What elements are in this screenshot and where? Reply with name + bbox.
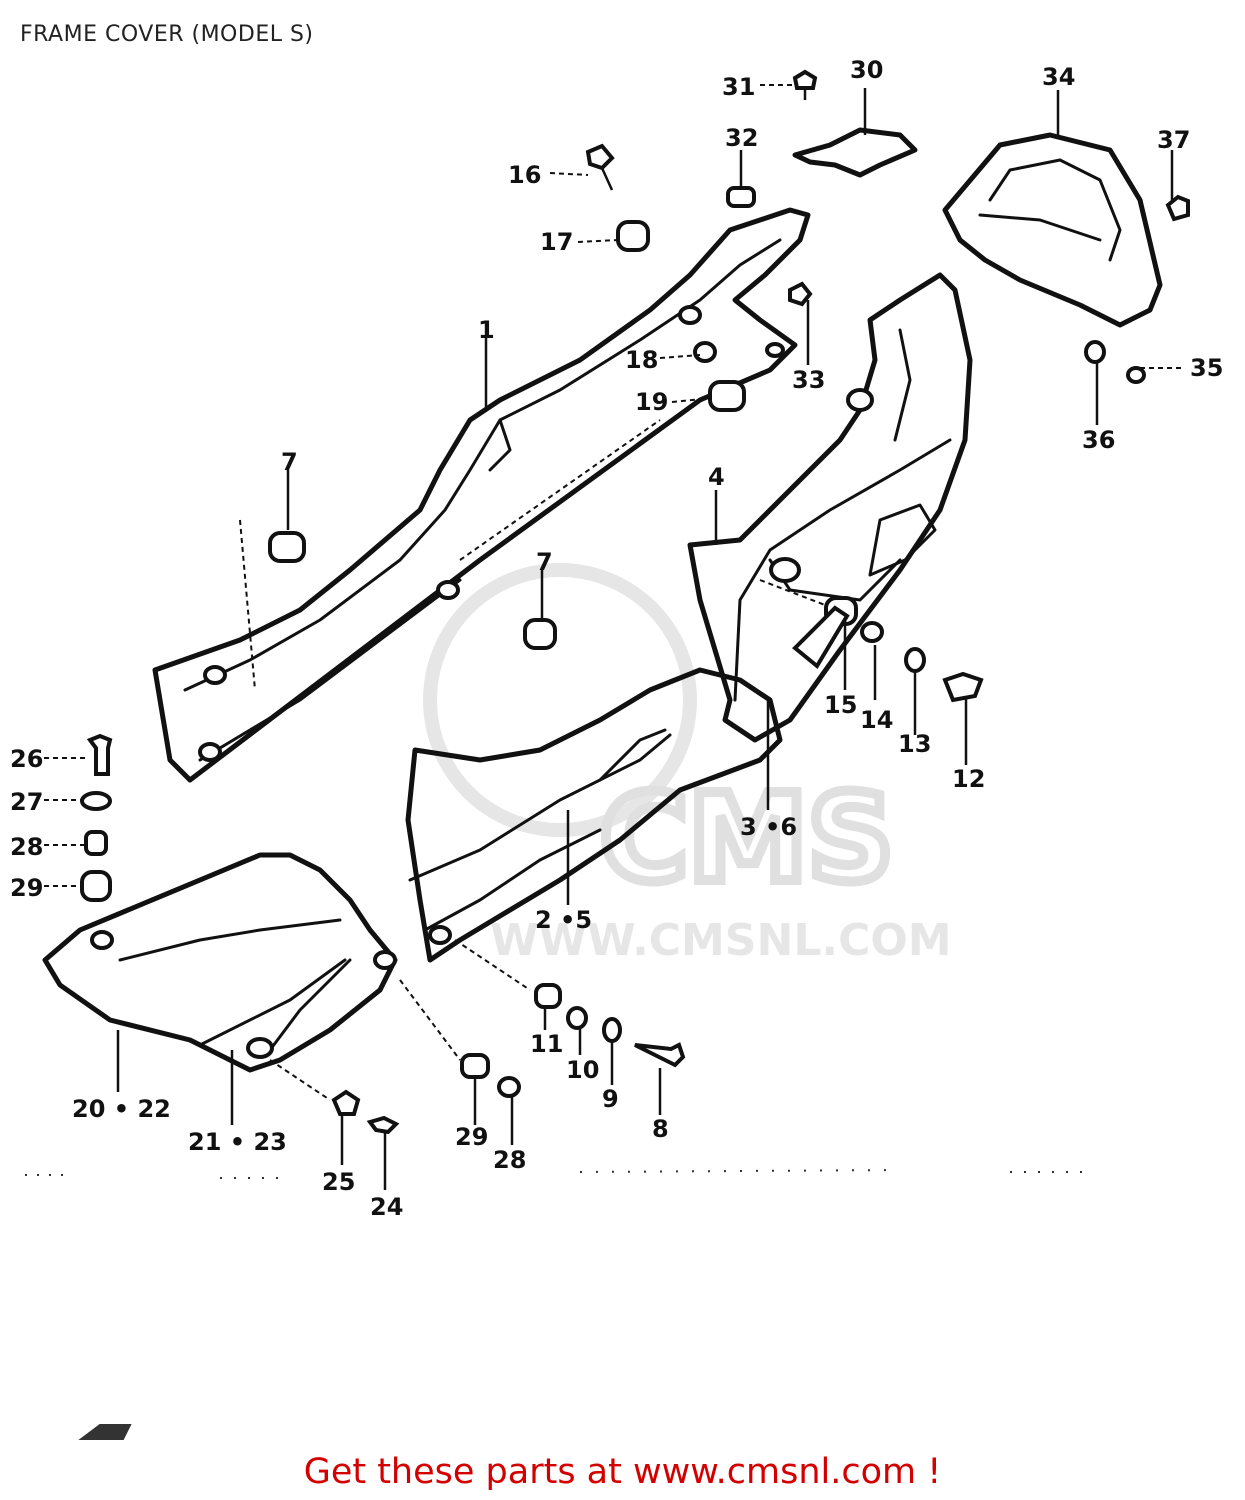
callout-21-23: 21 • 23 (188, 1128, 287, 1156)
callout-36: 36 (1082, 426, 1115, 454)
frame-cover-upper (152, 207, 811, 783)
callout-37: 37 (1157, 126, 1190, 154)
watermark: CMS WWW.CMSNL.COM (423, 563, 952, 966)
callout-9: 9 (602, 1085, 619, 1113)
callout-3-6: 3 •6 (740, 813, 797, 841)
callout-11: 11 (530, 1030, 563, 1058)
callout-29-bottom: 29 (455, 1123, 488, 1151)
callouts: 31 30 34 37 32 16 17 1 18 33 35 19 36 7 … (10, 56, 1223, 1221)
callout-15: 15 (824, 691, 857, 719)
footer-text: Get these parts at www.cmsnl.com ! (303, 1452, 942, 1492)
callout-16: 16 (508, 161, 541, 189)
callout-4: 4 (708, 463, 725, 491)
hardware (80, 69, 1190, 1135)
callout-27: 27 (10, 788, 43, 816)
callout-31: 31 (722, 73, 755, 101)
callout-1: 1 (478, 316, 495, 344)
callout-18: 18 (625, 346, 658, 374)
side-cover-lower (405, 667, 783, 963)
callout-10: 10 (566, 1056, 599, 1084)
callout-19: 19 (635, 388, 668, 416)
leader-lines (44, 84, 1185, 1190)
callout-26: 26 (10, 745, 43, 773)
frame-cover-rear (687, 272, 973, 743)
callout-28-left: 28 (10, 833, 43, 861)
callout-30: 30 (850, 56, 883, 84)
exploded-parts-diagram: CMS WWW.CMSNL.COM (10, 56, 1223, 1440)
callout-33: 33 (792, 366, 825, 394)
rear-bracket (792, 127, 918, 178)
callout-35: 35 (1190, 354, 1223, 382)
callout-13: 13 (898, 730, 931, 758)
callout-7-lower: 7 (536, 548, 553, 576)
scan-artifacts (25, 1169, 1085, 1440)
callout-14: 14 (860, 706, 893, 734)
callout-2-5: 2 •5 (535, 906, 592, 934)
callout-28-bottom: 28 (493, 1146, 526, 1174)
callout-24: 24 (370, 1193, 403, 1221)
watermark-url: WWW.CMSNL.COM (490, 915, 952, 966)
callout-20-22: 20 • 22 (72, 1095, 171, 1123)
footer-link[interactable]: Get these parts at www.cmsnl.com ! (0, 1452, 1245, 1492)
callout-7-upper: 7 (281, 448, 298, 476)
under-cover (42, 852, 398, 1073)
watermark-brand: CMS (600, 770, 894, 909)
callout-25: 25 (322, 1168, 355, 1196)
callout-12: 12 (952, 765, 985, 793)
diagram-title: FRAME COVER (MODEL S) (20, 22, 314, 47)
callout-32: 32 (725, 124, 758, 152)
callout-34: 34 (1042, 63, 1075, 91)
callout-17: 17 (540, 228, 573, 256)
callout-8: 8 (652, 1115, 669, 1143)
tail-cover (942, 132, 1163, 328)
callout-29-left: 29 (10, 874, 43, 902)
